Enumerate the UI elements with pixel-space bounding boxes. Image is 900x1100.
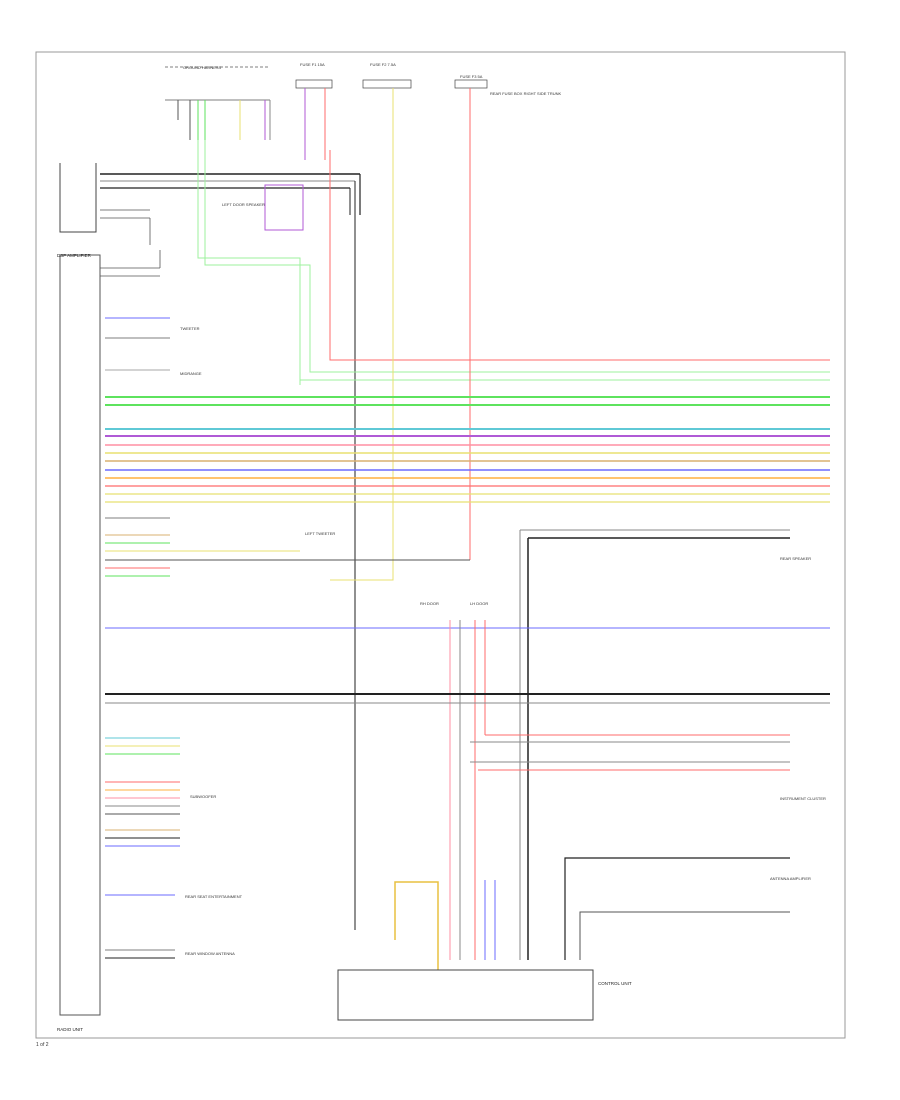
subwoofer-label: SUBWOOFER: [190, 794, 216, 799]
fuse-left-label: FUSE F1 15A: [300, 62, 325, 67]
top-ground-label: GROUND HARNESS: [165, 65, 268, 70]
fuse-box-left: [295, 79, 333, 89]
fuse-box-mid: [362, 79, 412, 89]
module-b-label: MIDRANGE: [180, 371, 202, 376]
top-bus: [100, 173, 361, 930]
left-module: DSP AMPLIFIER RADIO UNIT: [57, 163, 101, 1032]
left-door-speaker-label: LEFT DOOR SPEAKER: [222, 202, 265, 207]
junction-left-label: RH DOOR: [420, 601, 439, 606]
instrument-label: INSTRUMENT CLUSTER: [780, 796, 826, 801]
rear-speaker-label: REAR SPEAKER: [780, 556, 811, 561]
right-black-bus: [519, 529, 790, 960]
antenna-amp-label: ANTENNA AMPLIFIER: [770, 876, 811, 881]
bottom-module-label: CONTROL UNIT: [598, 981, 632, 986]
junction-wires: [449, 620, 790, 960]
antenna-wires: [564, 857, 790, 960]
left-bottom-stubs: [105, 894, 175, 959]
lower-black-bus: [105, 693, 830, 704]
green-upper-wires: [197, 140, 830, 385]
top-ground-text: GROUND HARNESS: [183, 65, 222, 70]
fuse-right-note: REAR FUSE BOX RIGHT SIDE TRUNK: [490, 91, 562, 96]
left-instrument-stubs: [105, 737, 180, 847]
junction-right-label: LH DOOR: [470, 601, 488, 606]
tweeter-left-label: LEFT TWEETER: [305, 531, 335, 536]
top-connector: [165, 99, 271, 140]
fuse-right-label: FUSE F3 5A: [460, 74, 483, 79]
fuse-box-right: [454, 79, 488, 89]
left-small-connectors: [100, 209, 161, 277]
module-a-label: TWEETER: [180, 326, 200, 331]
bottom-control-unit: [337, 969, 594, 1021]
rear-lr-label: REAR SEAT ENTERTAINMENT: [185, 894, 243, 899]
fuse-mid-wire: [330, 88, 394, 581]
page-label: 1 of 2: [36, 1042, 49, 1048]
left-module-label: DSP AMPLIFIER: [57, 253, 92, 258]
diagram-frame: [35, 51, 846, 1039]
left-module-stubs: [105, 317, 170, 371]
fuse-mid-label: FUSE F2 7.5A: [370, 62, 396, 67]
left-door-speaker: [264, 184, 304, 231]
yellow-loop: [394, 881, 439, 970]
rear-window-label: REAR WINDOW ANTENNA: [185, 951, 235, 956]
left-lower-stubs: [105, 517, 470, 577]
left-module-bottom-label: RADIO UNIT: [57, 1027, 83, 1032]
main-bus: [105, 396, 830, 503]
